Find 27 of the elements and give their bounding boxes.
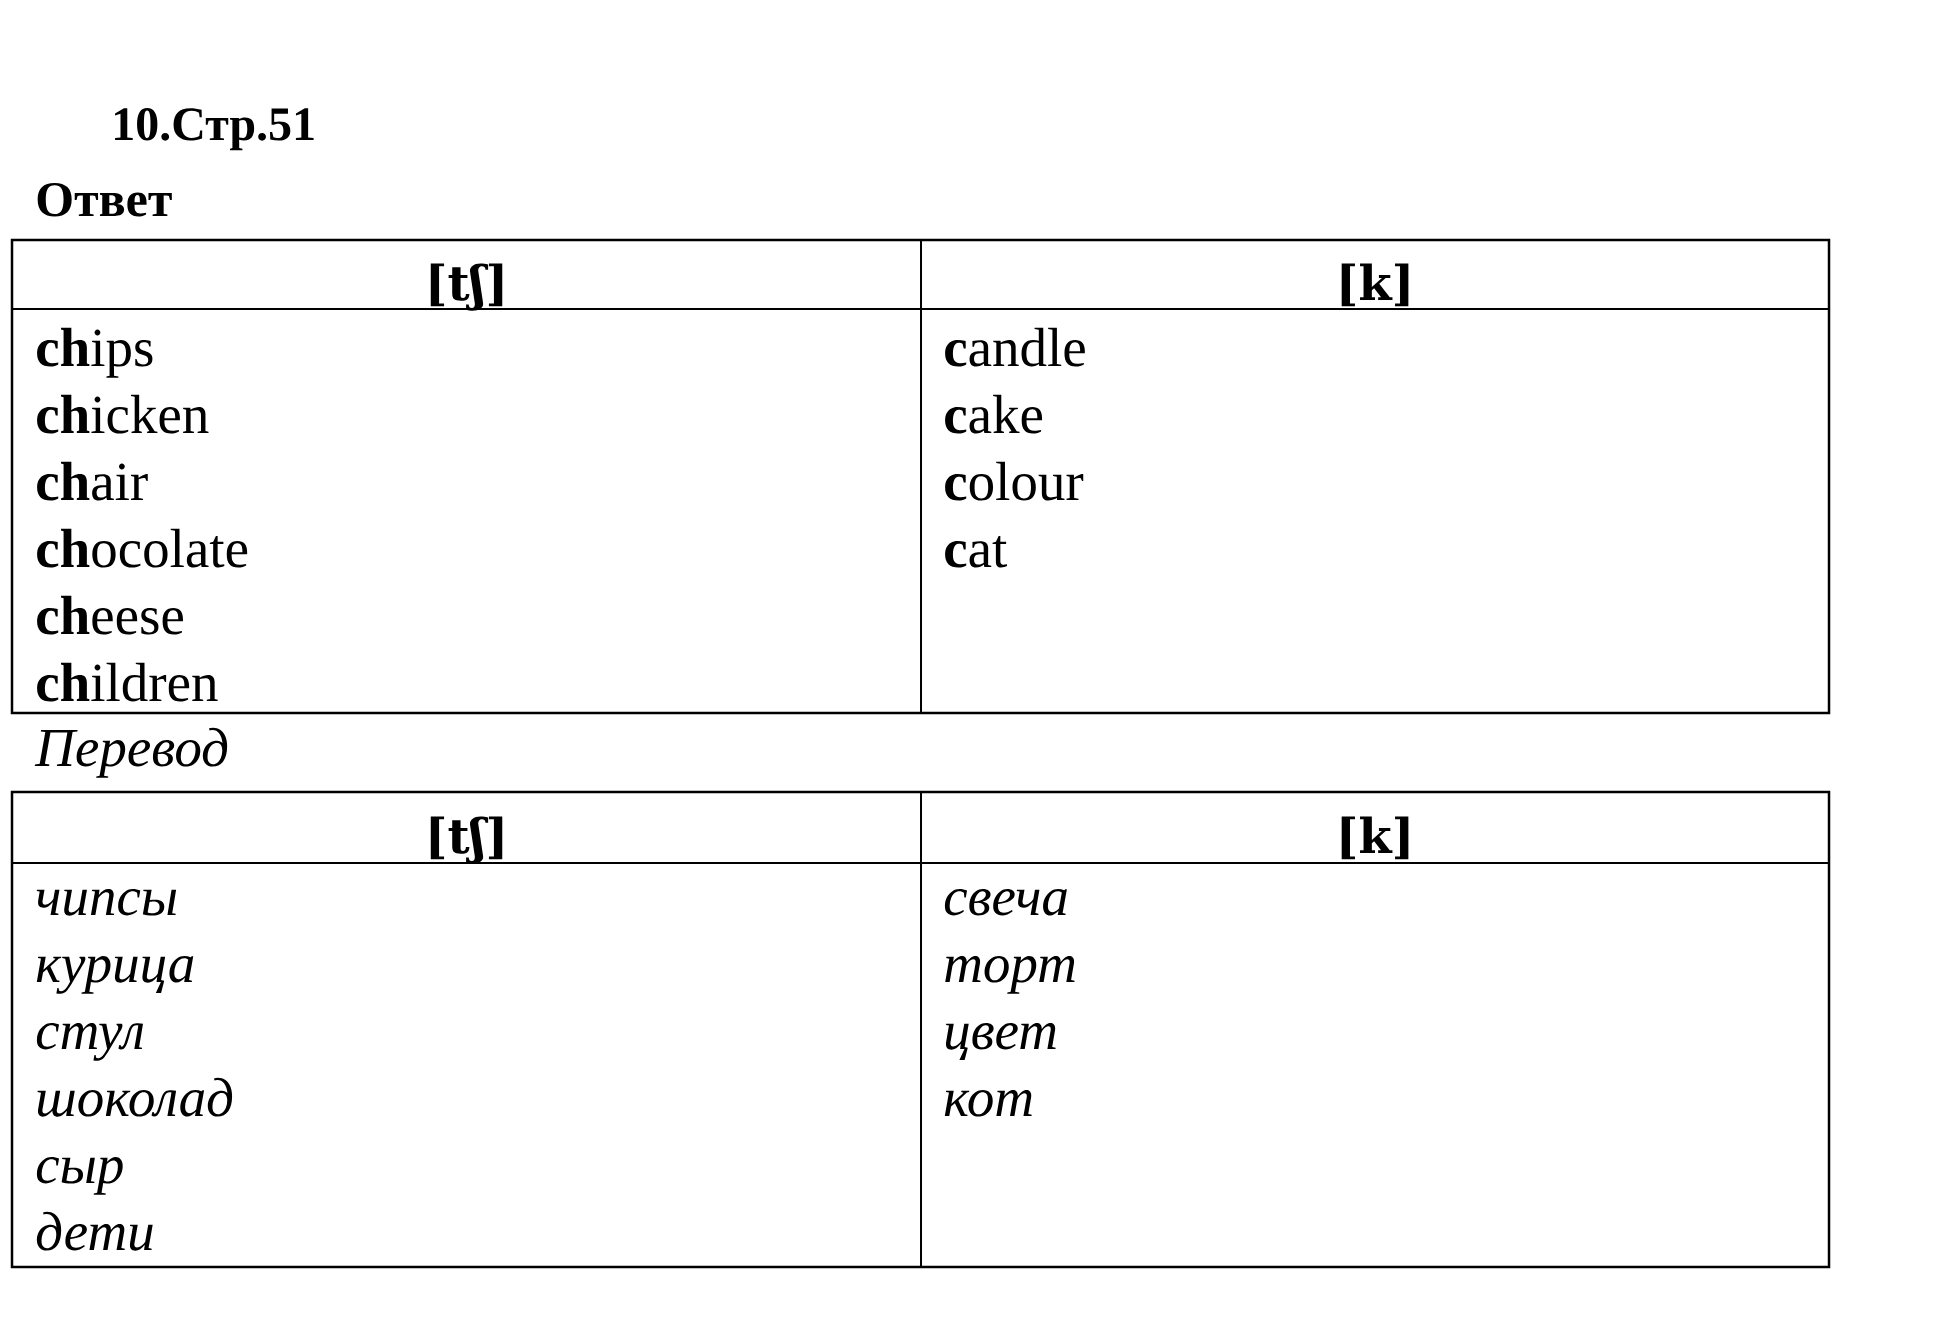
word-text: children bbox=[37, 662, 218, 702]
word-text: chicken bbox=[37, 394, 209, 434]
column-header: [k] bbox=[1341, 816, 1409, 860]
word-text: кот bbox=[944, 1090, 1032, 1117]
word-text: торт bbox=[945, 956, 1075, 994]
column-header: [tʃ] bbox=[430, 816, 503, 864]
word-text: cake bbox=[945, 394, 1043, 434]
word-text: шоколад bbox=[37, 1077, 233, 1117]
page-title: 10.Стр.51 bbox=[115, 108, 314, 151]
word-text: cheese bbox=[37, 595, 183, 635]
word-text: дети bbox=[36, 1211, 153, 1251]
column-header: [k] bbox=[1341, 263, 1409, 307]
word-text: chocolate bbox=[37, 528, 248, 568]
word-text: стул bbox=[36, 1023, 143, 1061]
section-heading: Перевод bbox=[34, 727, 228, 778]
section-heading: Ответ bbox=[37, 182, 172, 217]
column-header: [tʃ] bbox=[430, 263, 503, 311]
word-text: cat bbox=[945, 536, 1007, 568]
word-text: candle bbox=[945, 327, 1085, 367]
word-text: chips bbox=[37, 327, 153, 378]
word-text: сыр bbox=[36, 1157, 123, 1195]
word-text: свеча bbox=[944, 889, 1067, 916]
word-text: курица bbox=[36, 956, 194, 994]
word-text: цвет bbox=[945, 1023, 1056, 1060]
word-text: chair bbox=[37, 461, 148, 501]
word-text: чипсы bbox=[36, 889, 177, 916]
word-text: colour bbox=[945, 461, 1084, 501]
